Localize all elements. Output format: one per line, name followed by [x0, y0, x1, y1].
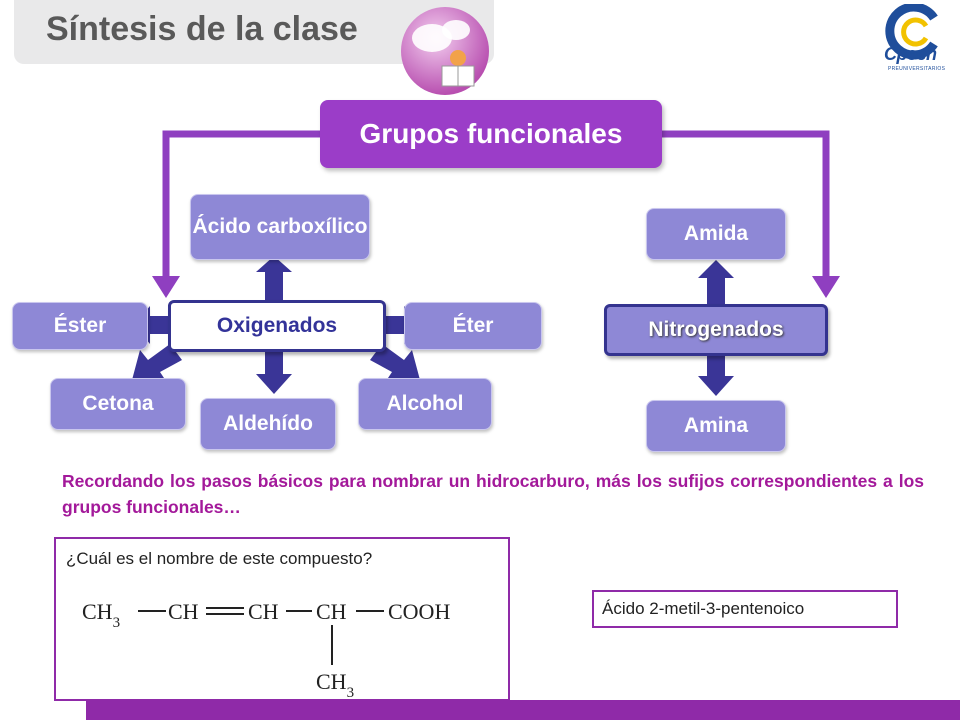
formula-substituent: CH3 — [316, 669, 354, 699]
formula-atom-2: CH — [168, 599, 199, 624]
arrow-to-amida-head — [698, 260, 734, 278]
root-left-arrowhead — [152, 276, 180, 298]
node-eter: Éter — [404, 302, 542, 350]
root-right-arrowhead — [812, 276, 840, 298]
arrow-to-aldehido-shaft — [265, 352, 283, 376]
arrow-to-cetona — [132, 344, 182, 384]
formula-atom-4: CH — [316, 599, 347, 624]
formula-atom-1: CH3 — [82, 599, 120, 631]
arrow-to-acido-shaft — [265, 270, 283, 300]
node-aldehido: Aldehído — [200, 398, 336, 450]
arrow-to-aldehido-head — [256, 374, 292, 394]
answer-box: Ácido 2-metil-3-pentenoico — [592, 590, 898, 628]
node-alcohol: Alcohol — [358, 378, 492, 430]
hub-nitrogenados: Nitrogenados — [604, 304, 828, 356]
arrow-to-ester-shaft — [148, 316, 170, 334]
arrow-to-alcohol — [370, 344, 420, 384]
class-summary-icon — [401, 7, 489, 95]
node-acido-carboxilico: Ácido carboxílico — [190, 194, 370, 260]
cpech-logo-icon — [885, 4, 938, 60]
hub-oxigenados: Oxigenados — [168, 300, 386, 352]
structural-formula: CH3 CH CH CH COOH CH3 — [82, 599, 450, 699]
arrow-to-acido-head — [256, 256, 292, 272]
arrow-to-amida-shaft — [707, 276, 725, 306]
logo-subtext: PREUNIVERSITARIOS — [888, 66, 946, 72]
node-cetona: Cetona — [50, 378, 186, 430]
root-node-grupos-funcionales: Grupos funcionales — [320, 100, 662, 168]
logo-text: Cpech — [884, 44, 937, 64]
formula-atom-5: COOH — [388, 599, 450, 624]
arrow-to-amina-shaft — [707, 354, 725, 380]
root-left-connector — [162, 130, 322, 282]
question-text: ¿Cuál es el nombre de este compuesto? — [66, 549, 373, 568]
page-title: Síntesis de la clase — [46, 10, 358, 48]
root-right-connector — [660, 130, 830, 282]
question-box: ¿Cuál es el nombre de este compuesto? CH… — [54, 537, 510, 701]
bottom-accent-bar — [86, 700, 960, 720]
node-amina: Amina — [646, 400, 786, 452]
node-ester: Éster — [12, 302, 148, 350]
arrow-to-eter-shaft — [384, 316, 406, 334]
node-amida: Amida — [646, 208, 786, 260]
arrow-to-amina-head — [698, 376, 734, 396]
formula-atom-3: CH — [248, 599, 279, 624]
instruction-paragraph: Recordando los pasos básicos para nombra… — [62, 471, 924, 518]
